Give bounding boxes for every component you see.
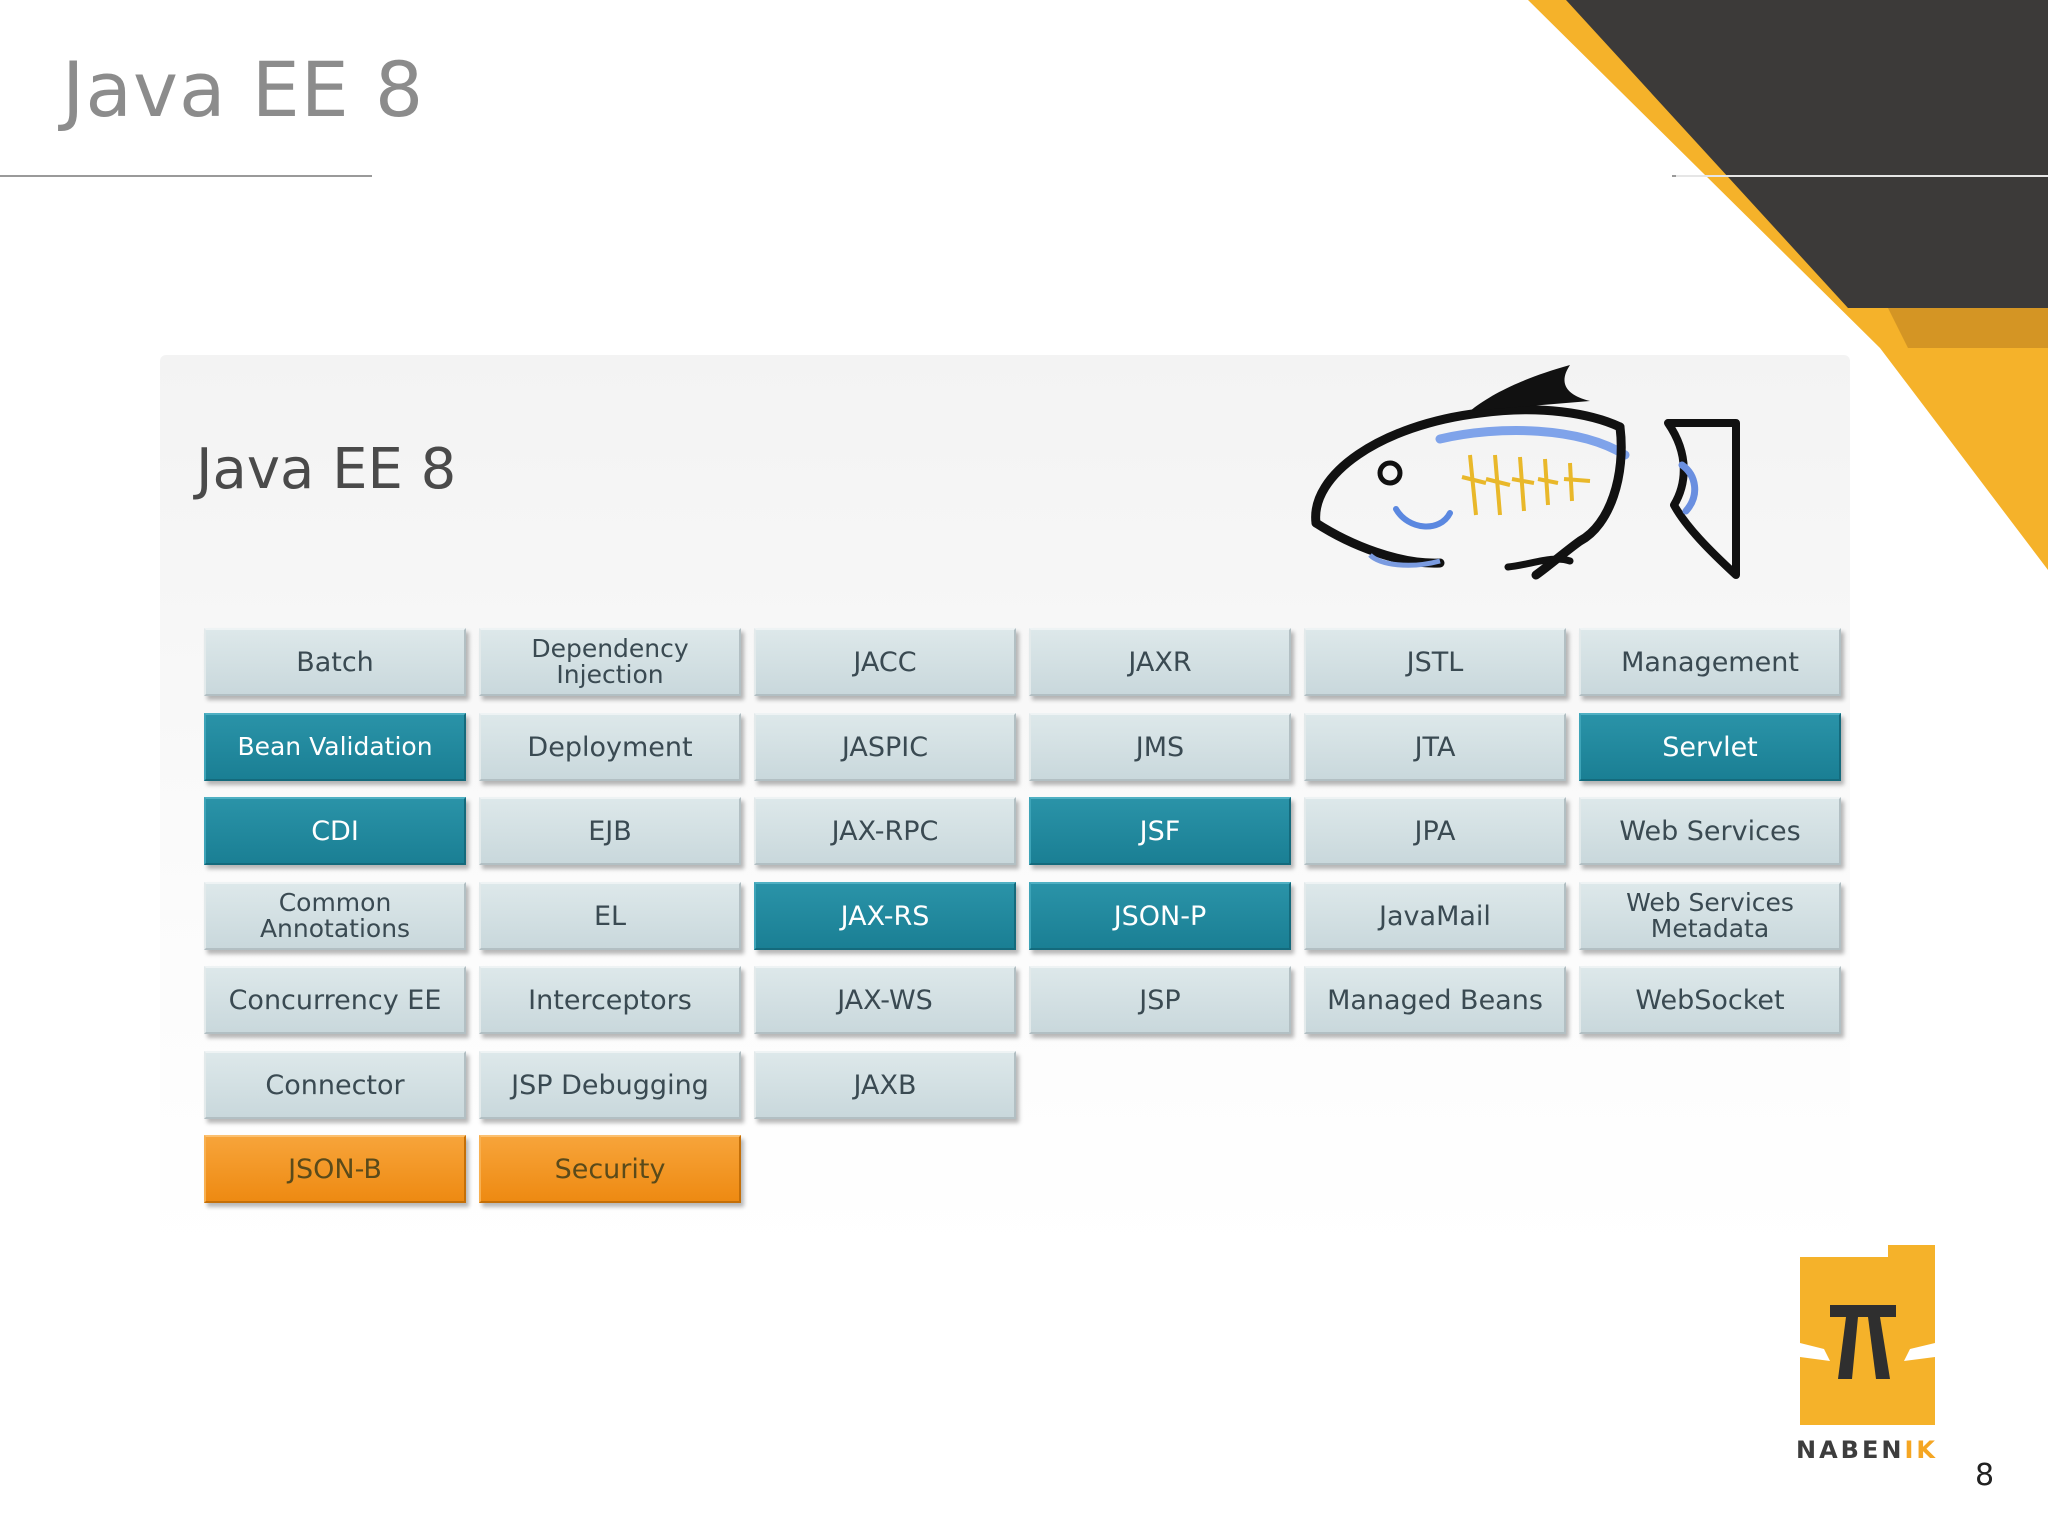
nabenik-logo-leg-left bbox=[1838, 1317, 1858, 1379]
glassfish-fish-icon bbox=[1311, 365, 1740, 580]
brand-name-accent: IK bbox=[1904, 1436, 1938, 1464]
spec-tile-common-annotations: Common Annotations bbox=[204, 882, 466, 950]
spec-tile-jms: JMS bbox=[1029, 713, 1291, 781]
spec-tile-el: EL bbox=[479, 882, 741, 950]
spec-tile-jsp: JSP bbox=[1029, 966, 1291, 1034]
corner-decoration bbox=[1528, 0, 2048, 570]
spec-tile-jax-rpc: JAX-RPC bbox=[754, 797, 1016, 865]
spec-tile-managed-beans: Managed Beans bbox=[1304, 966, 1566, 1034]
spec-tile-bean-validation: Bean Validation bbox=[204, 713, 466, 781]
spec-tile-cdi: CDI bbox=[204, 797, 466, 865]
spec-tile-javamail: JavaMail bbox=[1304, 882, 1566, 950]
nabenik-logo-notch-right bbox=[1904, 1343, 1935, 1361]
spec-tile-jax-rs: JAX-RS bbox=[754, 882, 1016, 950]
corner-yellow-shade bbox=[1888, 308, 2048, 348]
spec-tile-jsf: JSF bbox=[1029, 797, 1291, 865]
spec-tile-jstl: JSTL bbox=[1304, 628, 1566, 696]
spec-tile-jsp-debugging: JSP Debugging bbox=[479, 1051, 741, 1119]
title-underline bbox=[0, 175, 372, 177]
spec-tile-interceptors: Interceptors bbox=[479, 966, 741, 1034]
spec-tile-jaxb: JAXB bbox=[754, 1051, 1016, 1119]
nabenik-logo-shape bbox=[1800, 1245, 1935, 1425]
embedded-slide-title: Java EE 8 bbox=[196, 437, 457, 502]
brand-name: NABENIK bbox=[1796, 1436, 1946, 1464]
spec-tile-jaspic: JASPIC bbox=[754, 713, 1016, 781]
nabenik-logo-bar bbox=[1830, 1305, 1896, 1317]
spec-tile-json-p: JSON-P bbox=[1029, 882, 1291, 950]
spec-tile-concurrency-ee: Concurrency EE bbox=[204, 966, 466, 1034]
spec-tile-jpa: JPA bbox=[1304, 797, 1566, 865]
nabenik-logo-icon bbox=[1800, 1245, 1935, 1425]
brand-name-main: NABEN bbox=[1796, 1436, 1905, 1464]
nabenik-logo-leg-right bbox=[1868, 1317, 1890, 1379]
spec-tile-jacc: JACC bbox=[754, 628, 1016, 696]
spec-tile-web-services-metadata: Web Services Metadata bbox=[1579, 882, 1841, 950]
spec-tile-dependency-injection: Dependency Injection bbox=[479, 628, 741, 696]
spec-tile-management: Management bbox=[1579, 628, 1841, 696]
spec-tile-ejb: EJB bbox=[479, 797, 741, 865]
spec-tile-servlet: Servlet bbox=[1579, 713, 1841, 781]
spec-tile-json-b: JSON-B bbox=[204, 1135, 466, 1203]
slide-title: Java EE 8 bbox=[62, 45, 425, 134]
spec-tile-deployment: Deployment bbox=[479, 713, 741, 781]
nabenik-logo-notch-left bbox=[1800, 1343, 1830, 1361]
spec-tile-security: Security bbox=[479, 1135, 741, 1203]
spec-tile-jta: JTA bbox=[1304, 713, 1566, 781]
spec-tile-websocket: WebSocket bbox=[1579, 966, 1841, 1034]
page-number: 8 bbox=[1975, 1458, 1995, 1493]
spec-tile-jax-ws: JAX-WS bbox=[754, 966, 1016, 1034]
spec-tile-batch: Batch bbox=[204, 628, 466, 696]
spec-tile-jaxr: JAXR bbox=[1029, 628, 1291, 696]
spec-tile-web-services: Web Services bbox=[1579, 797, 1841, 865]
spec-tile-connector: Connector bbox=[204, 1051, 466, 1119]
corner-dark-panel bbox=[1566, 0, 2048, 308]
